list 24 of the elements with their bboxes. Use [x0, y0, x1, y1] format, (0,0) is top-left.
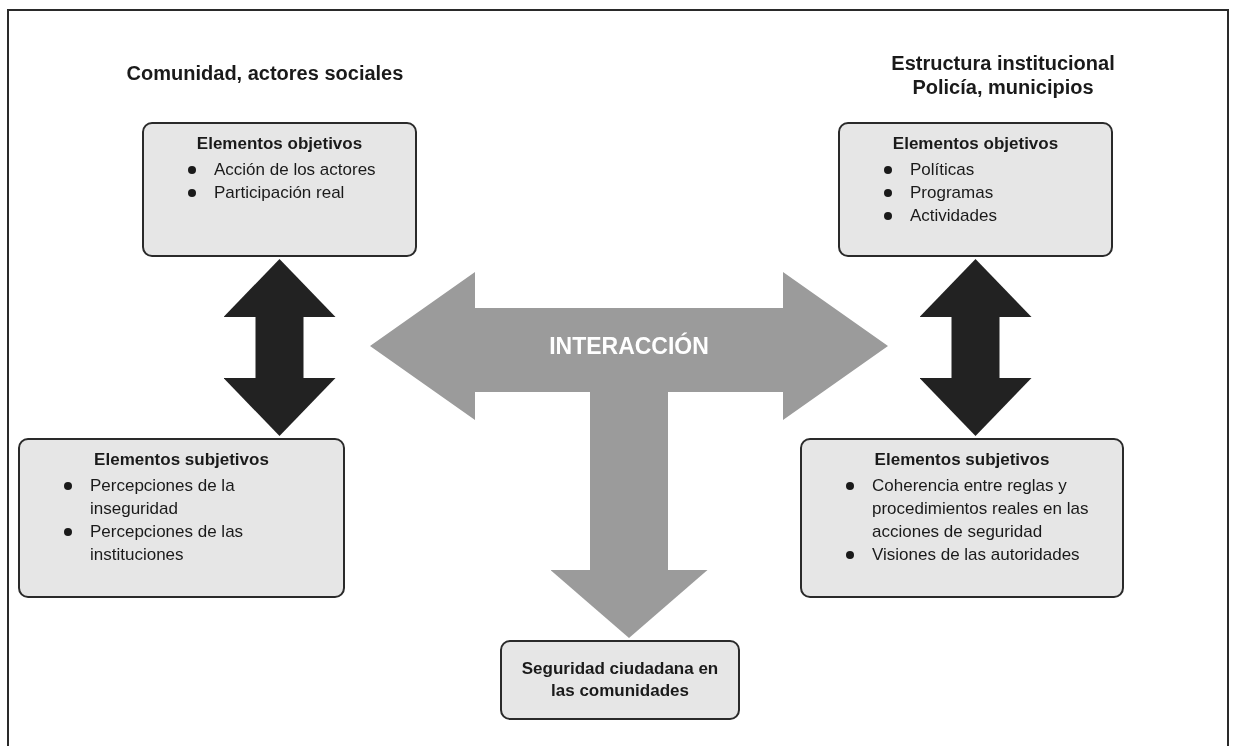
bullet-item: Percepciones de la inseguridad: [90, 475, 236, 520]
double-arrow-shape: [370, 272, 888, 420]
card-heading: Elementos objetivos: [891, 134, 1060, 154]
element-card: [838, 122, 1113, 257]
block-arrow: [919, 259, 1032, 436]
bullet-item: Coherencia entre reglas y procedimientos reales en las acciones de seguridad: [872, 475, 1090, 543]
bullet-item: Participación real: [214, 182, 345, 204]
bullet-item: Acción de los actores: [214, 159, 376, 181]
card-heading: Elementos subjetivos: [873, 450, 1051, 470]
bullet-item: Visiones de las autoridades: [872, 544, 1080, 566]
card-heading: Elementos subjetivos: [93, 450, 270, 470]
element-card: [18, 438, 345, 598]
column-heading: Comunidad, actores sociales: [125, 61, 405, 85]
block-arrow: [223, 259, 336, 436]
arrow-label: INTERACCIÓN: [549, 332, 709, 360]
element-card: [142, 122, 417, 257]
bullet-item: Percepciones de las instituciones: [90, 521, 245, 566]
card-heading: Elementos objetivos: [195, 134, 364, 154]
outcome-box: Seguridad ciudadana en las comunidades: [500, 640, 740, 720]
bullet-item: Programas: [910, 182, 994, 204]
bullet-item: Actividades: [910, 205, 997, 227]
column-heading: Estructura institucional Policía, municipios: [890, 51, 1116, 99]
element-card: [800, 438, 1124, 598]
bullet-item: Políticas: [910, 159, 975, 181]
